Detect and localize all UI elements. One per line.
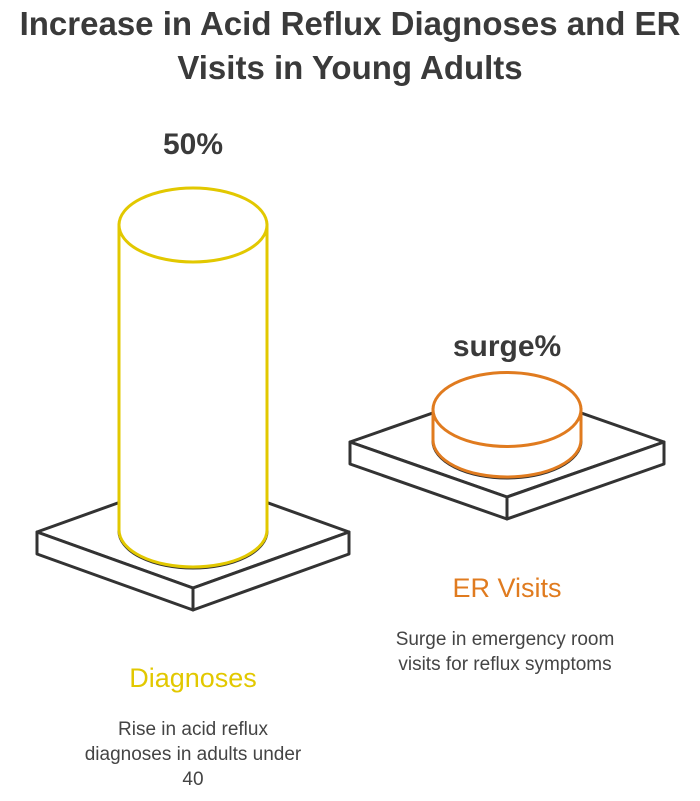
plate-right-diagnoses [191, 530, 351, 612]
description-diagnoses: Rise in acid reflux diagnoses in adults … [84, 719, 302, 790]
chart-title: Increase in Acid Reflux Diagnoses and ER… [19, 5, 681, 86]
bar-top-diagnoses [117, 186, 269, 264]
bar-body-diagnoses [117, 223, 269, 569]
value-label-er-visits: surge% [452, 330, 562, 363]
category-label-er-visits: ER Visits [452, 573, 562, 603]
bar-top-er-visits [431, 371, 583, 448]
category-label-diagnoses: Diagnoses [129, 663, 257, 693]
plate-right-er-visits [505, 440, 666, 521]
value-label-diagnoses: 50% [162, 128, 224, 161]
description-er-visits: Surge in emergency room visits for reflu… [395, 629, 615, 675]
